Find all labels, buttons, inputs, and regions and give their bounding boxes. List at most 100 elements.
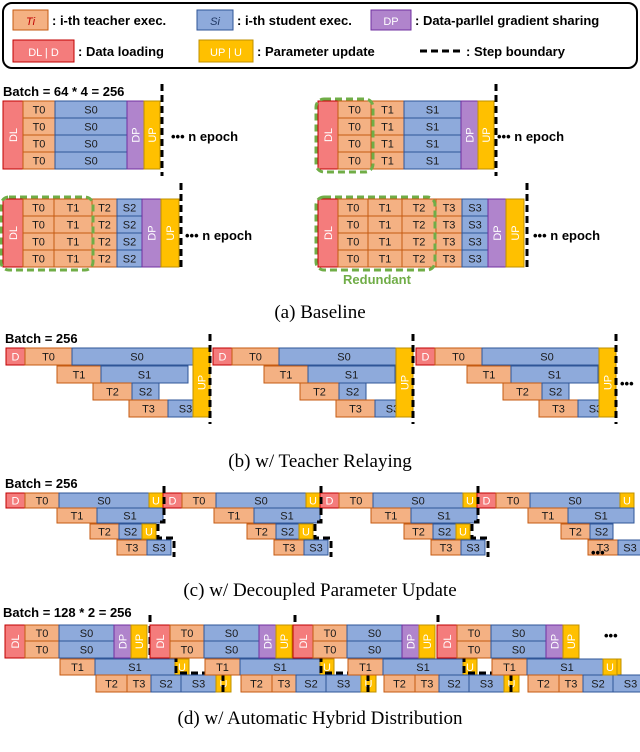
teacher-block-t0-label: T0 bbox=[468, 644, 481, 656]
student-block-s3-label: S3 bbox=[466, 542, 479, 554]
student-block-s3-label: S3 bbox=[179, 403, 192, 415]
student-block-s3 bbox=[303, 539, 329, 556]
up-block-up bbox=[143, 100, 161, 170]
up-block-u-label: U bbox=[606, 662, 614, 674]
legend-frame bbox=[2, 2, 638, 69]
teacher-block-t1-label: T1 bbox=[67, 219, 80, 231]
caption-decoupled: (c) w/ Decoupled Parameter Update bbox=[183, 580, 456, 601]
student-block-s3-label: S3 bbox=[468, 253, 481, 265]
baseline-epoch-label-3: ••• n epoch bbox=[185, 228, 252, 243]
up-block-u-label: U bbox=[220, 678, 228, 690]
legend-dl-label: : Data loading bbox=[78, 44, 164, 59]
up-block-up-label: UP bbox=[134, 634, 146, 649]
teacher-block-t0-label: T0 bbox=[36, 644, 49, 656]
teacher-block-t0-label: T0 bbox=[348, 104, 361, 116]
teacher-block-t3-label: T3 bbox=[552, 403, 565, 415]
student-block-s3 bbox=[146, 539, 172, 556]
redundant-highlight bbox=[314, 97, 375, 174]
teacher-block-t0-label: T0 bbox=[181, 628, 194, 640]
legend-dp-swatch bbox=[370, 9, 412, 31]
student-block-s2 bbox=[589, 523, 614, 540]
redundant-label: Redundant bbox=[343, 272, 412, 287]
student-block-s2-label: S2 bbox=[139, 386, 152, 398]
up-block-up bbox=[160, 198, 180, 268]
caption-baseline: (a) Baseline bbox=[274, 302, 365, 323]
student-block-s2-label: S2 bbox=[123, 236, 136, 248]
teacher-block-t1-label: T1 bbox=[379, 219, 392, 231]
up-block-up bbox=[130, 624, 148, 659]
dl-block-d-label: D bbox=[483, 495, 491, 507]
student-block-s1-label: S1 bbox=[416, 662, 429, 674]
student-block-s1-label: S1 bbox=[594, 510, 607, 522]
teacher-block-t0-label: T0 bbox=[36, 628, 49, 640]
teacher-block-t2-label: T2 bbox=[98, 236, 111, 248]
teacher-block-t2-label: T2 bbox=[98, 219, 111, 231]
teacher-block-t1-label: T1 bbox=[359, 662, 372, 674]
teacher-block-t3-label: T3 bbox=[597, 542, 610, 554]
up-block-up bbox=[562, 624, 580, 659]
up-block-u bbox=[298, 523, 314, 540]
dp-block-dp-label: DP bbox=[146, 225, 158, 240]
student-block-s0-label: S0 bbox=[80, 644, 93, 656]
up-block-u-label: U bbox=[145, 526, 153, 538]
legend-boundary-label: : Step boundary bbox=[466, 44, 566, 59]
teacher-block-t3-label: T3 bbox=[440, 542, 453, 554]
teacher-block-t1-label: T1 bbox=[71, 510, 84, 522]
teacher-block-t1-label: T1 bbox=[67, 253, 80, 265]
legend-teacher-swatch bbox=[12, 9, 49, 31]
dl-block-dl-label: DL bbox=[155, 634, 167, 648]
student-block-s2-label: S2 bbox=[346, 386, 359, 398]
student-block-s1-label: S1 bbox=[123, 510, 136, 522]
teacher-block-t0-label: T0 bbox=[507, 495, 520, 507]
teacher-block-t1-label: T1 bbox=[379, 236, 392, 248]
step-boundary bbox=[313, 486, 333, 557]
teacher-block-t2-label: T2 bbox=[516, 386, 529, 398]
dl-block-d-label: D bbox=[169, 495, 177, 507]
teacher-block-t2-label: T2 bbox=[98, 526, 111, 538]
up-block-u-label: U bbox=[323, 662, 331, 674]
teacher-block-t2-label: T2 bbox=[106, 386, 119, 398]
teacher-block-t1-label: T1 bbox=[381, 121, 394, 133]
student-block-s3-label: S3 bbox=[624, 678, 637, 690]
student-block-s2-label: S2 bbox=[447, 678, 460, 690]
teacher-block-t1-label: T1 bbox=[73, 369, 86, 381]
teacher-block-t0-label: T0 bbox=[193, 495, 206, 507]
teacher-block-t2-label: T2 bbox=[413, 253, 426, 265]
legend: Ti : i-th teacher exec. Si : i-th studen… bbox=[2, 2, 638, 69]
teacher-block-t1-label: T1 bbox=[381, 138, 394, 150]
student-block-s0-label: S0 bbox=[540, 351, 553, 363]
student-block-s3-label: S3 bbox=[468, 202, 481, 214]
teacher-block-t3-label: T3 bbox=[349, 403, 362, 415]
teacher-block-t0-label: T0 bbox=[347, 202, 360, 214]
student-block-s2-label: S2 bbox=[159, 678, 172, 690]
up-block-u-label: U bbox=[508, 678, 516, 690]
dp-block-dp-label: DP bbox=[549, 634, 561, 649]
teacher-block-t1-label: T1 bbox=[381, 155, 394, 167]
teacher-block-t0-label: T0 bbox=[347, 253, 360, 265]
teacher-block-t1-label: T1 bbox=[379, 202, 392, 214]
student-block-s2-label: S2 bbox=[123, 253, 136, 265]
caption-relaying: (b) w/ Teacher Relaying bbox=[228, 451, 412, 472]
student-block-s2-label: S2 bbox=[123, 202, 136, 214]
student-block-s0-label: S0 bbox=[84, 104, 97, 116]
student-block-s0-label: S0 bbox=[225, 644, 238, 656]
up-block-u bbox=[141, 523, 157, 540]
legend-up-swatch bbox=[198, 39, 254, 63]
dl-block-d-label: D bbox=[12, 495, 20, 507]
teacher-block-t2-label: T2 bbox=[313, 386, 326, 398]
relaying-ellipsis: ••• bbox=[620, 376, 634, 391]
student-block-s2-label: S2 bbox=[595, 526, 608, 538]
teacher-block-t3-label: T3 bbox=[443, 219, 456, 231]
student-block-s1 bbox=[567, 507, 635, 524]
teacher-block-t2-label: T2 bbox=[98, 202, 111, 214]
teacher-block-t1-label: T1 bbox=[71, 662, 84, 674]
teacher-block-t1-label: T1 bbox=[280, 369, 293, 381]
dl-block-d-label: D bbox=[12, 351, 20, 363]
teacher-block-t0-label: T0 bbox=[348, 121, 361, 133]
legend-student-swatch bbox=[196, 9, 234, 31]
dl-block-dl-label: DL bbox=[298, 634, 310, 648]
